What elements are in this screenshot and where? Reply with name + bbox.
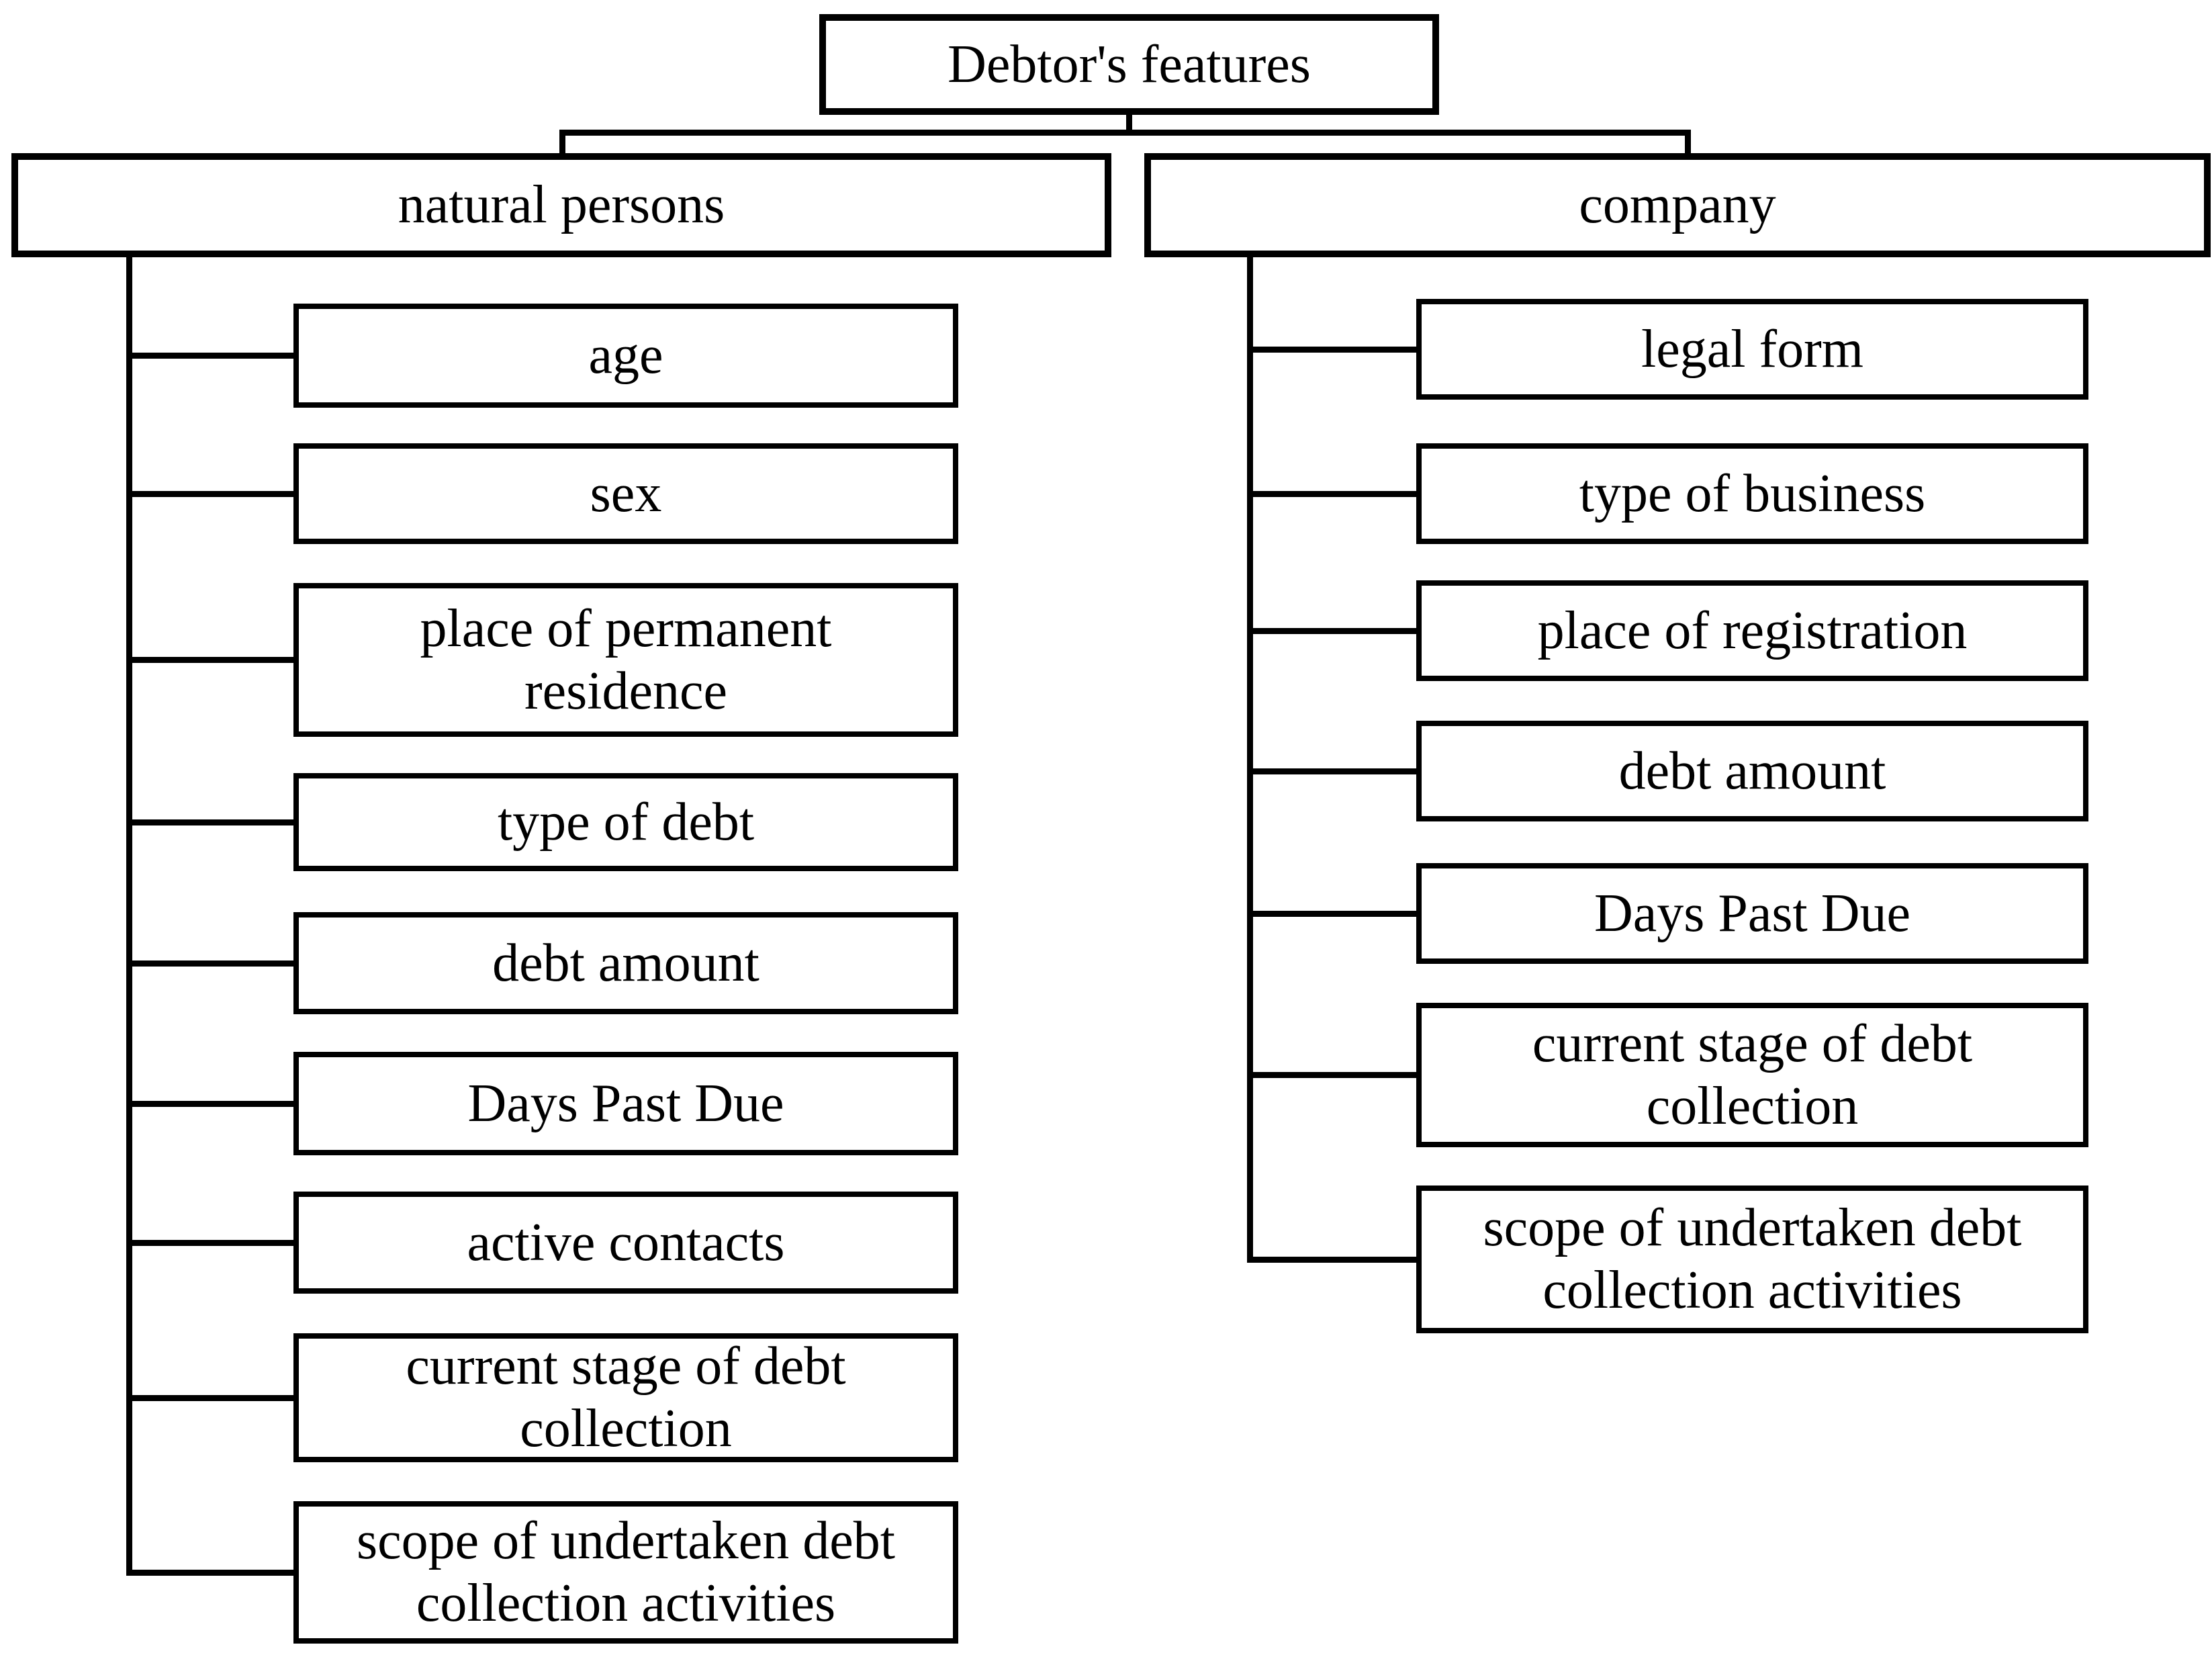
- connector-stub-sex: [126, 491, 293, 497]
- connector-stub-days-past-due-company: [1247, 911, 1416, 917]
- connector-top-horizontal: [559, 130, 1691, 136]
- node-days-past-due-natural-persons: Days Past Due: [293, 1052, 958, 1155]
- connector-stub-age: [126, 353, 293, 359]
- connector-trunk-company: [1247, 255, 1253, 1263]
- connector-stub-debt-amount-np: [126, 960, 293, 967]
- branch-natural-persons: natural persons: [11, 153, 1111, 257]
- connector-stub-scope-company: [1247, 1257, 1416, 1263]
- connector-drop-company: [1685, 130, 1691, 154]
- node-current-stage-natural-persons: current stage of debt collection: [293, 1333, 958, 1462]
- connector-stub-place-of-permanent-residence: [126, 657, 293, 663]
- node-legal-form: legal form: [1416, 299, 2088, 400]
- node-current-stage-company: current stage of debt collection: [1416, 1003, 2088, 1147]
- node-scope-natural-persons: scope of undertaken debt collection acti…: [293, 1501, 958, 1644]
- branch-company: company: [1144, 153, 2211, 257]
- connector-stub-legal-form: [1247, 347, 1416, 353]
- node-scope-company: scope of undertaken debt collection acti…: [1416, 1186, 2088, 1333]
- node-debtors-features: Debtor's features: [819, 14, 1439, 115]
- node-place-of-registration: place of registration: [1416, 580, 2088, 681]
- node-debt-amount-natural-persons: debt amount: [293, 912, 958, 1014]
- node-days-past-due-company: Days Past Due: [1416, 863, 2088, 964]
- node-type-of-debt: type of debt: [293, 773, 958, 871]
- node-age: age: [293, 304, 958, 408]
- node-place-of-permanent-residence: place of permanent residence: [293, 583, 958, 737]
- connector-root-stem: [1126, 113, 1132, 136]
- connector-stub-current-stage-np: [126, 1395, 293, 1401]
- connector-drop-natural-persons: [559, 130, 565, 154]
- connector-stub-type-of-debt: [126, 819, 293, 825]
- connector-stub-active-contacts: [126, 1240, 293, 1246]
- connector-stub-place-of-registration: [1247, 628, 1416, 634]
- node-type-of-business: type of business: [1416, 443, 2088, 544]
- node-active-contacts: active contacts: [293, 1192, 958, 1294]
- connector-stub-scope-np: [126, 1570, 293, 1576]
- node-debt-amount-company: debt amount: [1416, 721, 2088, 821]
- connector-trunk-natural-persons: [126, 255, 132, 1576]
- connector-stub-type-of-business: [1247, 491, 1416, 497]
- node-sex: sex: [293, 443, 958, 544]
- connector-stub-debt-amount-company: [1247, 768, 1416, 774]
- connector-stub-days-past-due-np: [126, 1101, 293, 1107]
- connector-stub-current-stage-company: [1247, 1072, 1416, 1078]
